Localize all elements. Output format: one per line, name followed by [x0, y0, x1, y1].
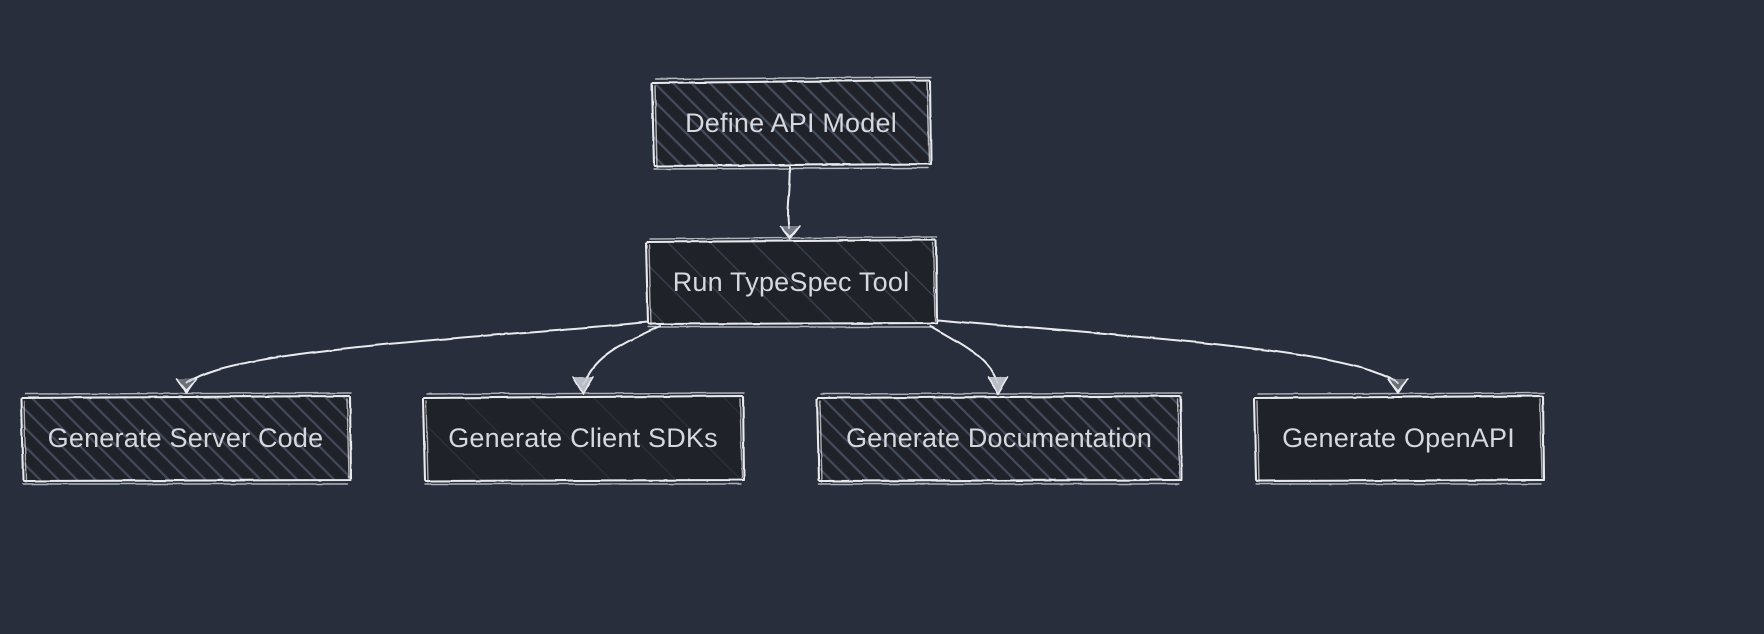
node-border2-generate-documentation	[818, 392, 1183, 485]
arrowhead-run-to-docs	[987, 376, 1009, 395]
edge-run-to-docs	[929, 325, 1000, 385]
edge-run-to-server	[185, 321, 649, 384]
node-border-generate-openapi	[1252, 394, 1546, 483]
edge-run-to-openapi	[937, 319, 1399, 384]
node-border2-run-typespec-tool	[647, 236, 938, 328]
arrowhead-define-to-run	[779, 225, 801, 240]
node-generate-documentation[interactable]	[815, 392, 1184, 485]
node-run-typespec-tool[interactable]	[644, 236, 939, 328]
node-border2-define-api-model	[653, 76, 932, 170]
node-border2-generate-client-sdks	[424, 392, 745, 485]
edge-run-to-sdks	[582, 325, 661, 386]
node-border2-generate-server-code	[22, 392, 352, 485]
node-define-api-model[interactable]	[650, 76, 933, 170]
node-generate-openapi[interactable]	[1252, 392, 1546, 485]
node-hatch-generate-server-code	[21, 396, 351, 481]
node-hatch-generate-client-sdks	[423, 396, 744, 481]
node-border-generate-documentation	[815, 394, 1184, 483]
node-hatch-generate-documentation	[817, 396, 1182, 481]
arrowhead-run-to-sdks	[572, 376, 594, 395]
node-hatch-define-api-model	[652, 80, 931, 166]
node-border-generate-server-code	[19, 394, 353, 483]
node-generate-server-code[interactable]	[19, 392, 353, 485]
node-generate-client-sdks[interactable]	[421, 392, 746, 485]
node-border-define-api-model	[650, 78, 933, 168]
node-border2-generate-openapi	[1255, 392, 1545, 485]
edge-define-to-run	[787, 166, 792, 229]
node-fill-generate-openapi	[1254, 396, 1544, 481]
arrowhead-run-to-server	[175, 378, 197, 394]
node-hatch-run-typespec-tool	[646, 240, 937, 324]
node-border-run-typespec-tool	[644, 238, 939, 326]
node-border-generate-client-sdks	[421, 394, 746, 483]
arrowhead-run-to-openapi	[1387, 378, 1409, 394]
